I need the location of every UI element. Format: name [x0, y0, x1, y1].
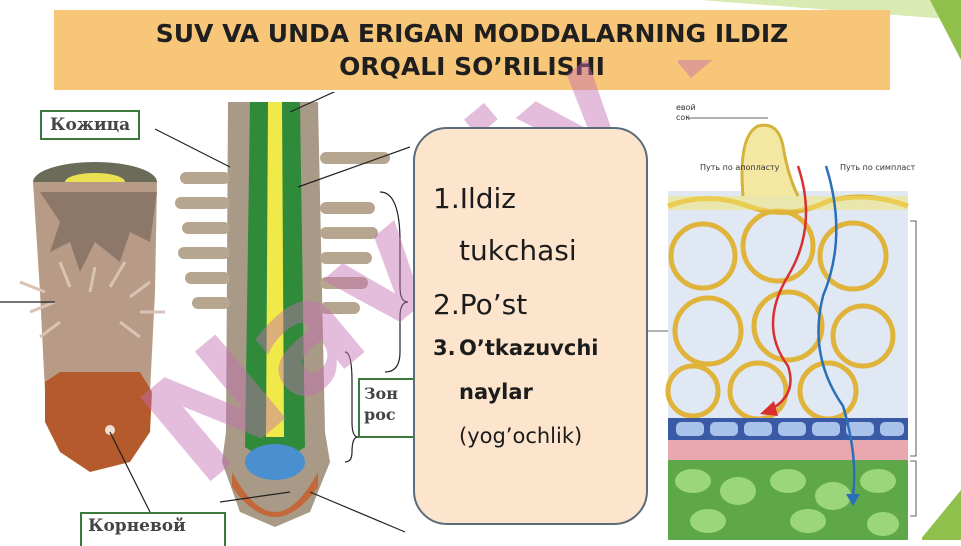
list-item-vessels: 3.O’tkazuvchi	[433, 333, 643, 363]
list-item-number: 2.	[433, 288, 460, 321]
info-box: 1.Ildiz tukchasi 2.Po’st 3.O’tkazuvchi n…	[413, 127, 648, 525]
label-growth-zone: Зон рос	[358, 378, 416, 438]
label-symplast-path: Путь по симпласт	[840, 163, 916, 172]
list-item-text: Ildiz	[459, 182, 517, 215]
label-growth-zone-line2: рос	[364, 405, 396, 424]
list-item-note: (yog’ochlik)	[459, 424, 583, 448]
slide-title: SUV VA UNDA ERIGAN MODDALARNING ILDIZ OR…	[155, 19, 789, 81]
root-cross-section-drawing	[19, 162, 165, 472]
root-longitudinal-drawing	[175, 102, 390, 527]
slide-title-bar: SUV VA UNDA ERIGAN MODDALARNING ILDIZ OR…	[54, 10, 890, 90]
list-item-text-continued: naylar	[459, 380, 533, 404]
label-skin: Кожица	[40, 110, 141, 140]
list-item-cortex: 2.Po’st	[433, 285, 643, 325]
root-illustration	[0, 92, 410, 540]
list-item-number: 1.	[433, 182, 460, 215]
list-item-number: 3.	[433, 336, 456, 360]
label-growth-zone-line1: Зон	[364, 384, 398, 403]
list-item-text-continued: tukchasi	[459, 234, 577, 267]
label-water: евой сок	[676, 103, 696, 122]
list-item-text: O’tkazuvchi	[459, 336, 599, 360]
list-item-text: Po’st	[459, 288, 528, 321]
cell-pathway-diagram	[648, 96, 922, 540]
list-item-root-hair: 1.Ildiz	[433, 179, 643, 219]
label-apoplast-path: Путь по апопласту	[700, 163, 780, 172]
info-list: 1.Ildiz tukchasi 2.Po’st 3.O’tkazuvchi n…	[433, 179, 643, 451]
label-root-cap: Корневой	[80, 512, 226, 546]
